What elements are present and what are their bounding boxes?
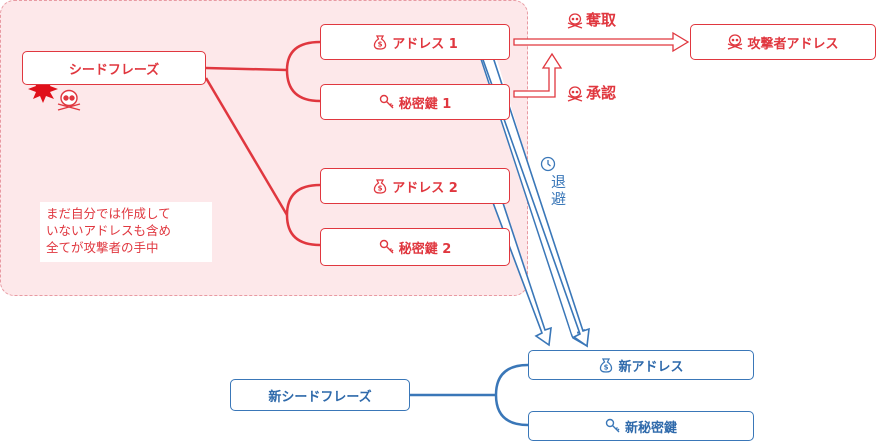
money-bag-icon: $ — [372, 178, 388, 194]
key-icon — [379, 94, 395, 110]
money-bag-icon: $ — [372, 34, 388, 50]
attacker-address-box: 攻撃者アドレス — [690, 24, 876, 60]
steal-label: 奪取 — [567, 9, 616, 30]
note-line: まだ自分では作成して — [46, 206, 171, 221]
key-icon — [605, 418, 621, 434]
key-icon — [379, 239, 395, 255]
address1-box: $ アドレス 1 — [320, 24, 510, 60]
new-address-box: $ 新アドレス — [528, 350, 754, 380]
skull-icon — [727, 34, 743, 50]
escape-label-text: 退避 — [549, 174, 567, 208]
money-bag-icon: $ — [598, 357, 614, 373]
new-key-box: 新秘密鍵 — [528, 411, 754, 441]
new-seed-phrase-label: 新シードフレーズ — [268, 389, 372, 405]
key2-label: 秘密鍵 2 — [398, 241, 452, 257]
escape-label: 退避 — [540, 150, 574, 240]
new-bracket — [494, 363, 529, 427]
approve-label: 承認 — [567, 82, 616, 103]
steal-label-text: 奪取 — [586, 11, 617, 29]
address2-box: $ アドレス 2 — [320, 168, 510, 204]
key2-box: 秘密鍵 2 — [320, 228, 510, 266]
seed-phrase-box: シードフレーズ — [22, 51, 206, 85]
svg-text:$: $ — [604, 364, 609, 372]
attacker-address-label: 攻撃者アドレス — [747, 36, 839, 52]
note-line: 全てが攻撃者の手中 — [46, 240, 159, 255]
skull-icon — [567, 12, 583, 29]
address2-label: アドレス 2 — [392, 180, 458, 196]
steal-arrow — [513, 31, 690, 53]
address1-label: アドレス 1 — [392, 36, 458, 52]
new-key-label: 新秘密鍵 — [624, 420, 677, 436]
key1-box: 秘密鍵 1 — [320, 84, 510, 120]
svg-text:$: $ — [378, 41, 383, 49]
seed-phrase-label: シードフレーズ — [68, 62, 160, 78]
skull-icon — [567, 85, 583, 102]
compromise-note: まだ自分では作成して いないアドレスも含め 全てが攻撃者の手中 — [40, 202, 212, 262]
new-address-label: 新アドレス — [618, 359, 684, 375]
note-line: いないアドレスも含め — [46, 223, 172, 238]
key1-label: 秘密鍵 1 — [398, 96, 452, 112]
new-seed-phrase-box: 新シードフレーズ — [230, 379, 410, 411]
svg-text:$: $ — [378, 185, 383, 193]
approve-label-text: 承認 — [586, 84, 617, 102]
clock-icon — [540, 156, 556, 172]
